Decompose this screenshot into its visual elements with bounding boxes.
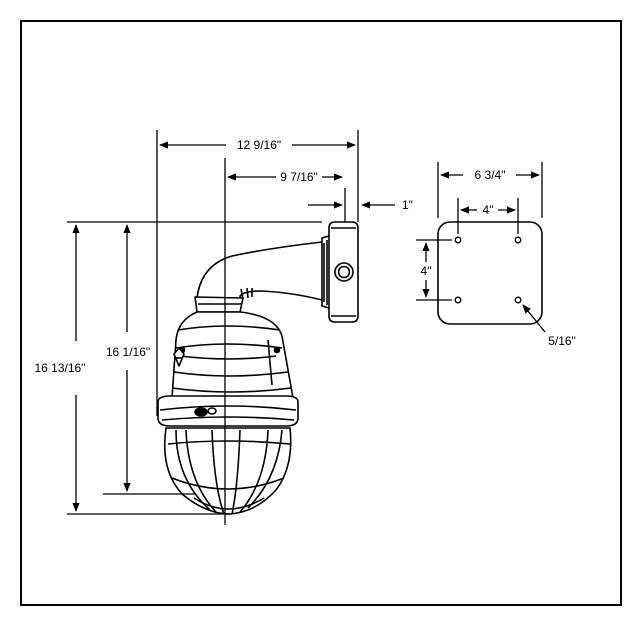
mounting-hole-icon xyxy=(454,236,462,244)
clamp-ring xyxy=(157,395,299,427)
dimension-labels: 12 9/16" 9 7/16" 1" 16 13/16" 16 1/16" 6… xyxy=(35,138,576,375)
bracket-arm xyxy=(196,241,323,301)
dome-with-guard xyxy=(163,427,292,515)
dim-hole-diameter: 5/16" xyxy=(548,334,576,348)
dim-hole-spacing-vertical: 4" xyxy=(421,264,432,278)
upper-housing xyxy=(171,311,294,399)
mounting-plate-view xyxy=(416,162,546,333)
mount-screw-icon xyxy=(334,262,354,282)
dim-overall-height: 16 13/16" xyxy=(35,361,86,375)
mounting-hole-icon xyxy=(454,296,462,304)
drawing-frame xyxy=(20,20,622,606)
dim-bracket-reach: 9 7/16" xyxy=(280,170,318,184)
mounting-plate xyxy=(437,221,543,325)
mounting-hole-icon xyxy=(514,296,522,304)
dim-hole-spacing-horizontal: 4" xyxy=(483,203,494,217)
dim-overall-width: 12 9/16" xyxy=(237,138,281,152)
camera-housing-illustration xyxy=(157,221,359,515)
wall-mount-block xyxy=(321,221,359,323)
dim-height-below-bracket: 16 1/16" xyxy=(106,345,150,359)
dimension-lines xyxy=(67,130,395,525)
mounting-hole-icon xyxy=(514,236,522,244)
dim-plate-width: 6 3/4" xyxy=(475,168,506,182)
housing-neck xyxy=(194,296,244,313)
housing-latch xyxy=(173,347,185,367)
dim-wall-plate-depth: 1" xyxy=(402,198,413,212)
